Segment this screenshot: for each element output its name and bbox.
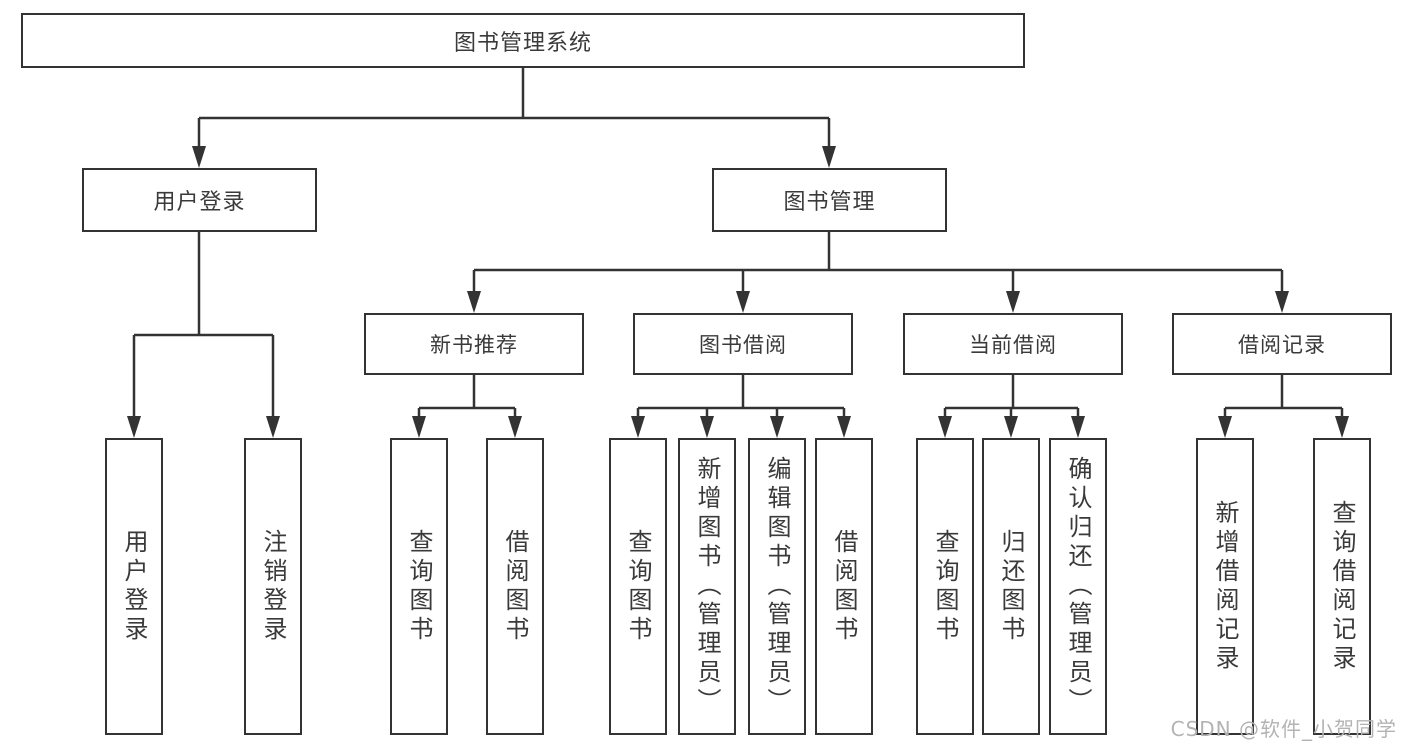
node-leaf-bb-borrow-book: 借阅图书 (815, 438, 873, 735)
node-user-login-label: 用户登录 (153, 190, 246, 215)
node-leaf-nbr-borrow-book-label: 借阅图书 (501, 528, 529, 645)
node-book-management-label: 图书管理 (783, 190, 876, 215)
node-book-borrow-label: 图书借阅 (699, 333, 787, 357)
node-root-label: 图书管理系统 (453, 30, 592, 56)
node-leaf-bb-borrow-book-label: 借阅图书 (830, 528, 858, 645)
node-new-book-recommend-label: 新书推荐 (430, 333, 518, 357)
node-leaf-nbr-query-book: 查询图书 (390, 438, 448, 735)
node-leaf-cb-confirm-return-admin: 确认归还（管理员） (1049, 438, 1107, 735)
node-book-management: 图书管理 (712, 168, 947, 232)
node-leaf-bb-add-book-admin: 新增图书（管理员） (678, 438, 736, 735)
node-leaf-user-login-label: 用户登录 (120, 528, 148, 645)
node-leaf-nbr-borrow-book: 借阅图书 (486, 438, 544, 735)
node-leaf-br-query-record-label: 查询借阅记录 (1328, 499, 1356, 674)
node-leaf-logout-label: 注销登录 (259, 528, 287, 645)
node-root: 图书管理系统 (21, 13, 1025, 68)
node-current-borrow-label: 当前借阅 (969, 333, 1057, 357)
node-leaf-bb-edit-book-admin: 编辑图书（管理员） (748, 438, 806, 735)
node-book-borrow: 图书借阅 (633, 313, 853, 375)
node-leaf-cb-query-book-label: 查询图书 (931, 528, 959, 645)
node-user-login: 用户登录 (82, 168, 317, 232)
node-leaf-bb-query-book: 查询图书 (609, 438, 667, 735)
node-leaf-logout: 注销登录 (244, 438, 302, 735)
node-leaf-br-query-record: 查询借阅记录 (1313, 438, 1371, 735)
node-borrow-records: 借阅记录 (1172, 313, 1392, 375)
node-leaf-nbr-query-book-label: 查询图书 (405, 528, 433, 645)
node-leaf-br-add-record-label: 新增借阅记录 (1211, 499, 1239, 674)
csdn-watermark: CSDN @软件_小贺同学 (1170, 717, 1397, 741)
node-leaf-bb-add-book-admin-label: 新增图书（管理员） (693, 456, 721, 717)
node-leaf-cb-query-book: 查询图书 (916, 438, 974, 735)
node-borrow-records-label: 借阅记录 (1238, 333, 1326, 357)
node-leaf-user-login: 用户登录 (105, 438, 163, 735)
node-new-book-recommend: 新书推荐 (364, 313, 584, 375)
node-leaf-bb-query-book-label: 查询图书 (624, 528, 652, 645)
node-leaf-cb-return-book: 归还图书 (982, 438, 1040, 735)
node-leaf-cb-confirm-return-admin-label: 确认归还（管理员） (1064, 456, 1092, 717)
node-leaf-br-add-record: 新增借阅记录 (1196, 438, 1254, 735)
node-leaf-bb-edit-book-admin-label: 编辑图书（管理员） (763, 456, 791, 717)
node-current-borrow: 当前借阅 (903, 313, 1123, 375)
node-leaf-cb-return-book-label: 归还图书 (997, 528, 1025, 645)
